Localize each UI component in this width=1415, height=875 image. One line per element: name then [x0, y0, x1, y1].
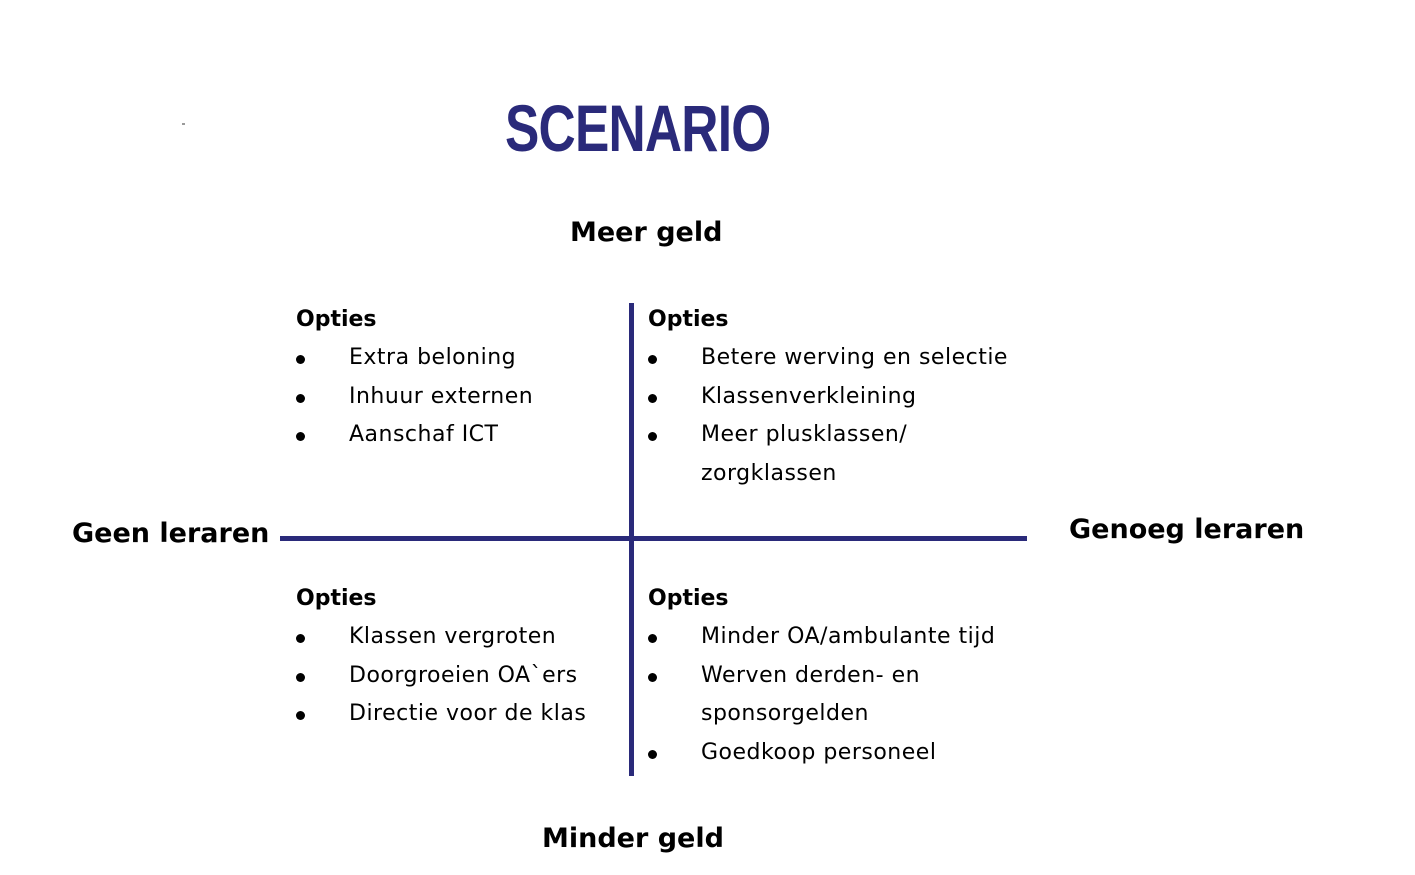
quadrant-bottom-left: Opties Klassen vergroten Doorgroeien OA`…: [296, 585, 586, 734]
list-item: Klassenverkleining: [648, 378, 1008, 417]
bullet-icon: [648, 749, 657, 759]
option-text: Minder OA/ambulante tijd: [701, 624, 996, 649]
bullet-icon: [296, 432, 305, 442]
list-item: Extra beloning: [296, 339, 533, 378]
bullet-icon: [648, 432, 657, 442]
quadrant-bottom-right: Opties Minder OA/ambulante tijd Werven d…: [648, 585, 995, 772]
quadrant-heading: Opties: [648, 307, 729, 332]
quadrant-heading: Opties: [296, 586, 377, 611]
bullet-icon: [648, 672, 657, 682]
quadrant-top-right: Opties Betere werving en selectie Klasse…: [648, 306, 1008, 493]
option-text: Extra beloning: [349, 345, 517, 370]
options-list: Betere werving en selectie Klassenverkle…: [648, 339, 1008, 493]
axis-label-right: Genoeg leraren: [1069, 514, 1305, 545]
list-item: Werven derden- en sponsorgelden: [648, 657, 995, 734]
quadrant-top-left: Opties Extra beloning Inhuur externen Aa…: [296, 306, 533, 455]
bullet-icon: [648, 634, 657, 643]
list-item: Klassen vergroten: [296, 618, 586, 657]
list-item: Doorgroeien OA`ers: [296, 657, 586, 696]
bullet-icon: [648, 355, 657, 364]
options-list: Extra beloning Inhuur externen Aanschaf …: [296, 339, 533, 455]
list-item: Inhuur externen: [296, 378, 533, 417]
option-text: Aanschaf ICT: [349, 422, 499, 448]
options-list: Minder OA/ambulante tijd Werven derden- …: [648, 618, 995, 772]
bullet-icon: [296, 672, 305, 682]
list-item: Goedkoop personeel: [648, 734, 995, 773]
axis-label-left: Geen leraren: [72, 518, 270, 549]
option-text: Klassen vergroten: [349, 624, 557, 649]
option-text: Werven derden- en sponsorgelden: [701, 662, 921, 727]
option-text: Directie voor de klas: [349, 701, 587, 727]
axis-label-top: Meer geld: [570, 217, 723, 248]
bullet-icon: [296, 711, 305, 721]
option-text: Goedkoop personeel: [701, 739, 937, 765]
option-text: Doorgroeien OA`ers: [349, 662, 578, 688]
quadrant-heading: Opties: [648, 586, 729, 611]
bullet-icon: [296, 355, 305, 364]
horizontal-axis-line: [280, 536, 1027, 541]
option-text: Betere werving en selectie: [701, 345, 1008, 370]
option-text: Meer plusklassen/ zorgklassen: [701, 422, 908, 486]
quadrant-heading: Opties: [296, 307, 377, 332]
diagram-title: SCENARIO: [505, 91, 771, 165]
list-item: Minder OA/ambulante tijd: [648, 618, 995, 657]
bullet-icon: [648, 393, 657, 403]
bullet-icon: [296, 634, 305, 643]
list-item: Aanschaf ICT: [296, 416, 533, 455]
bullet-icon: [296, 393, 305, 403]
option-text: Inhuur externen: [349, 383, 534, 409]
list-item: Betere werving en selectie: [648, 339, 1008, 378]
axis-label-bottom: Minder geld: [542, 823, 724, 854]
option-text: Klassenverkleining: [701, 383, 917, 409]
list-item: Meer plusklassen/ zorgklassen: [648, 416, 1008, 493]
stray-mark: [182, 123, 185, 125]
options-list: Klassen vergroten Doorgroeien OA`ers Dir…: [296, 618, 586, 734]
list-item: Directie voor de klas: [296, 695, 586, 734]
